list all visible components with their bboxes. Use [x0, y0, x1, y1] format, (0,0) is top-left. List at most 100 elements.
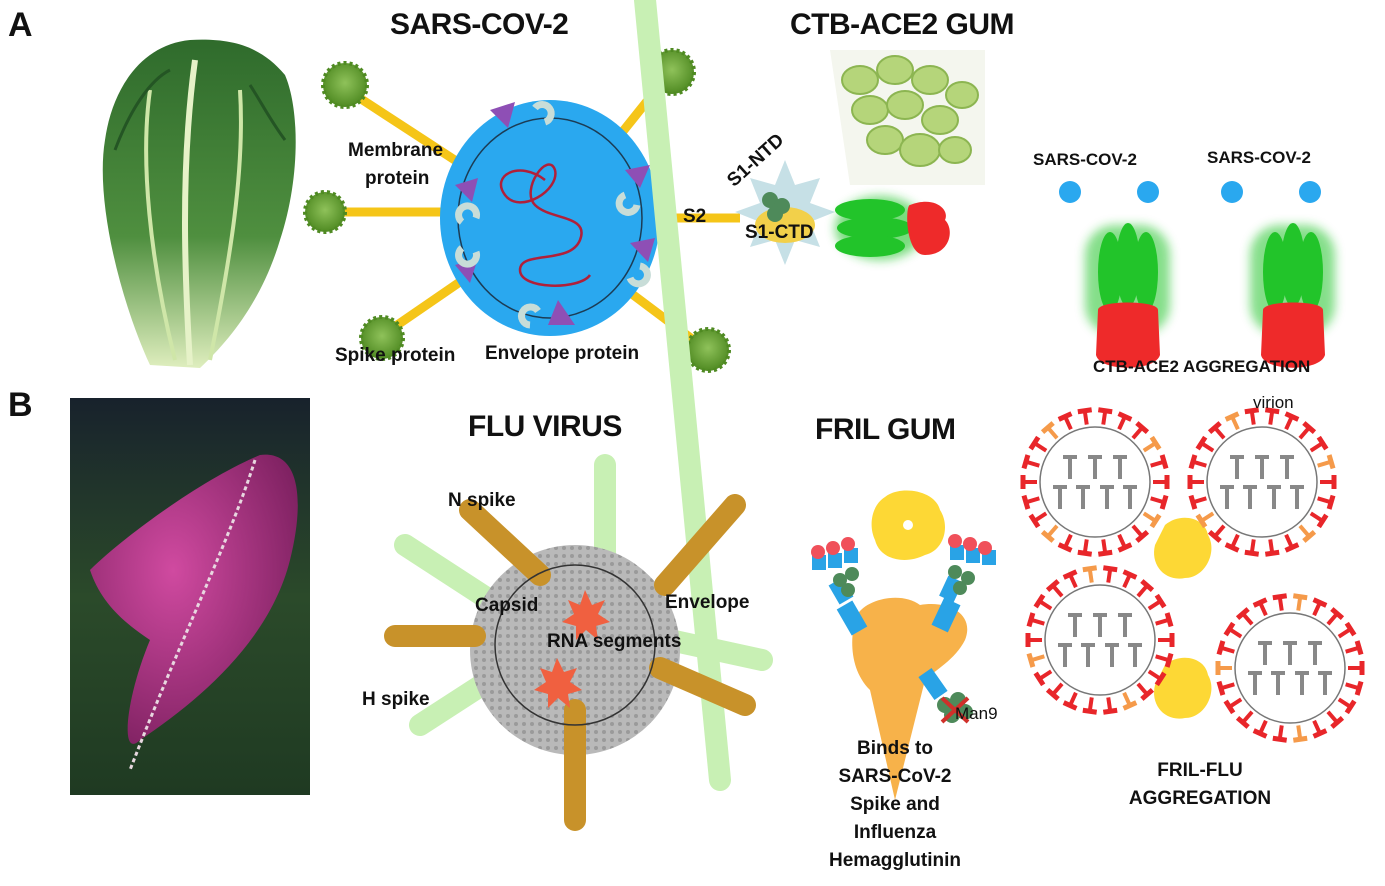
hemagglutinin-spike-cap [1045, 687, 1060, 701]
hemagglutinin-spike-cap [1122, 569, 1138, 580]
hemagglutinin-spike-cap [1028, 513, 1041, 529]
hemagglutinin-spike-cap [1164, 612, 1174, 628]
rnp-segment [1105, 643, 1119, 667]
hyacinth-bean-image [70, 398, 310, 795]
hemagglutinin-spike-cap [1033, 593, 1046, 609]
ctb-ace2-aggregation [1059, 181, 1335, 368]
hemagglutinin-spike-cap [1062, 569, 1078, 580]
rnp-segment [1100, 485, 1114, 509]
spike-s1-domain [735, 160, 835, 265]
hemagglutinin-spike-cap [1216, 640, 1226, 656]
fril-yellow-blobs [1154, 517, 1212, 719]
ctb-ace2-aggregation-caption: CTB-ACE2 AGGREGATION [1093, 357, 1311, 376]
binds-line-5: Hemagglutinin [829, 850, 961, 871]
lettuce-image [102, 39, 296, 368]
blocked-x-icon [940, 696, 970, 724]
hemagglutinin-spike-cap [1302, 421, 1317, 435]
gum-tablets-image [830, 50, 985, 185]
rnp-segment [1063, 455, 1077, 479]
binds-line-1: Binds to [857, 738, 933, 759]
hemagglutinin-spike-cap [1045, 579, 1060, 593]
hemagglutinin-spike-cap [1344, 621, 1357, 637]
binds-line-3: Spike and [850, 794, 940, 815]
capsid-label: Capsid [475, 595, 539, 616]
hemagglutinin-spike-cap [1326, 454, 1336, 470]
hemagglutinin-spike-cap [1097, 407, 1113, 415]
hemagglutinin-spike-cap [1164, 652, 1174, 668]
hemagglutinin-spike-cap [1284, 542, 1300, 553]
hemagglutinin-spike-cap [1082, 707, 1098, 715]
hemagglutinin-spike-cap [1207, 421, 1222, 435]
rnp-segment [1053, 485, 1067, 509]
hemagglutinin-spike-cap [1235, 715, 1250, 729]
hemagglutinin-spike-cap [1330, 715, 1345, 729]
rnp-segment [1267, 485, 1281, 509]
mini-virus-group-1 [1059, 181, 1321, 203]
rnp-segment [1283, 641, 1297, 665]
hemagglutinin-spike-cap [1057, 411, 1073, 422]
hemagglutinin-spike-cap [1344, 699, 1357, 715]
hemagglutinin-spike-cap [1154, 671, 1167, 687]
hemagglutinin-spike-cap [1028, 435, 1041, 451]
hemagglutinin-spike-cap [1244, 407, 1260, 415]
hemagglutinin-spike-cap [1026, 612, 1036, 628]
rnp-segment [1295, 671, 1309, 695]
fril-gum-title: FRIL GUM [815, 413, 956, 446]
h-spike-label: H spike [362, 689, 430, 710]
hemagglutinin-spike-cap [1188, 494, 1198, 510]
hemagglutinin-spike-cap [1302, 529, 1317, 543]
hemagglutinin-spike-cap [1312, 597, 1328, 608]
hemagglutinin-spike-cap [1140, 579, 1155, 593]
membrane-label-1: Membrane [348, 140, 444, 161]
hemagglutinin-spike-cap [1207, 529, 1222, 543]
rnp-segment [1271, 671, 1285, 695]
hemagglutinin-spike-cap [1102, 707, 1118, 715]
envelope-protein-label: Envelope protein [485, 343, 640, 364]
fril-flu-aggregation-caption: FRIL-FLU AGGREGATION [1125, 757, 1275, 813]
fril-binds-description: Binds to SARS-CoV-2 Spike and Influenza … [820, 735, 970, 875]
s2-label: S2 [683, 206, 707, 227]
rnp-segment [1093, 613, 1107, 637]
hemagglutinin-spike-cap [1159, 454, 1169, 470]
flu-virus-title: FLU VIRUS [468, 410, 622, 443]
rnp-segment [1068, 613, 1082, 637]
hemagglutinin-spike-cap [1224, 542, 1240, 553]
hemagglutinin-spike-cap [1252, 597, 1268, 608]
spike-protein-label: Spike protein [335, 345, 456, 366]
panel-b-letter: B [8, 386, 33, 424]
rnp-segment [1118, 613, 1132, 637]
hemagglutinin-spike-cap [1135, 529, 1150, 543]
virion-label: virion [1253, 393, 1294, 412]
hemagglutinin-spike-cap [1252, 728, 1268, 739]
hemagglutinin-spike-cap [1097, 549, 1113, 557]
rnp-segment [1081, 643, 1095, 667]
hemagglutinin-spike-cap [1272, 593, 1288, 601]
hemagglutinin-spike-cap [1354, 640, 1364, 656]
hemagglutinin-spike-cap [1057, 542, 1073, 553]
hemagglutinin-spike-cap [1140, 687, 1155, 701]
hemagglutinin-spike-cap [1354, 680, 1364, 696]
hemagglutinin-spike-cap [1292, 593, 1308, 601]
rnp-segment [1248, 671, 1262, 695]
hemagglutinin-spike-cap [1117, 411, 1133, 422]
hemagglutinin-spike-cap [1159, 494, 1169, 510]
flu-virion [384, 0, 773, 831]
hemagglutinin-spike-cap [1272, 735, 1288, 743]
rnp-segment [1258, 641, 1272, 665]
rnp-segment [1230, 455, 1244, 479]
hemagglutinin-spike-cap [1135, 421, 1150, 435]
rnp-segment [1220, 485, 1234, 509]
rnp-segment [1113, 455, 1127, 479]
hemagglutinin-spike-cap [1244, 549, 1260, 557]
hemagglutinin-spike-cap [1326, 494, 1336, 510]
binds-line-4: Influenza [853, 822, 937, 843]
n-spike-label: N spike [448, 490, 516, 511]
rnp-segment [1280, 455, 1294, 479]
envelope-label: Envelope [665, 592, 750, 613]
hemagglutinin-spike-cap [1216, 680, 1226, 696]
hemagglutinin-spike-cap [1188, 454, 1198, 470]
hemagglutinin-spike-cap [1102, 565, 1118, 573]
flu-virion-particle [1215, 593, 1365, 743]
man9-label: Man9 [955, 704, 998, 723]
ctb-ace2-complex [835, 196, 950, 260]
